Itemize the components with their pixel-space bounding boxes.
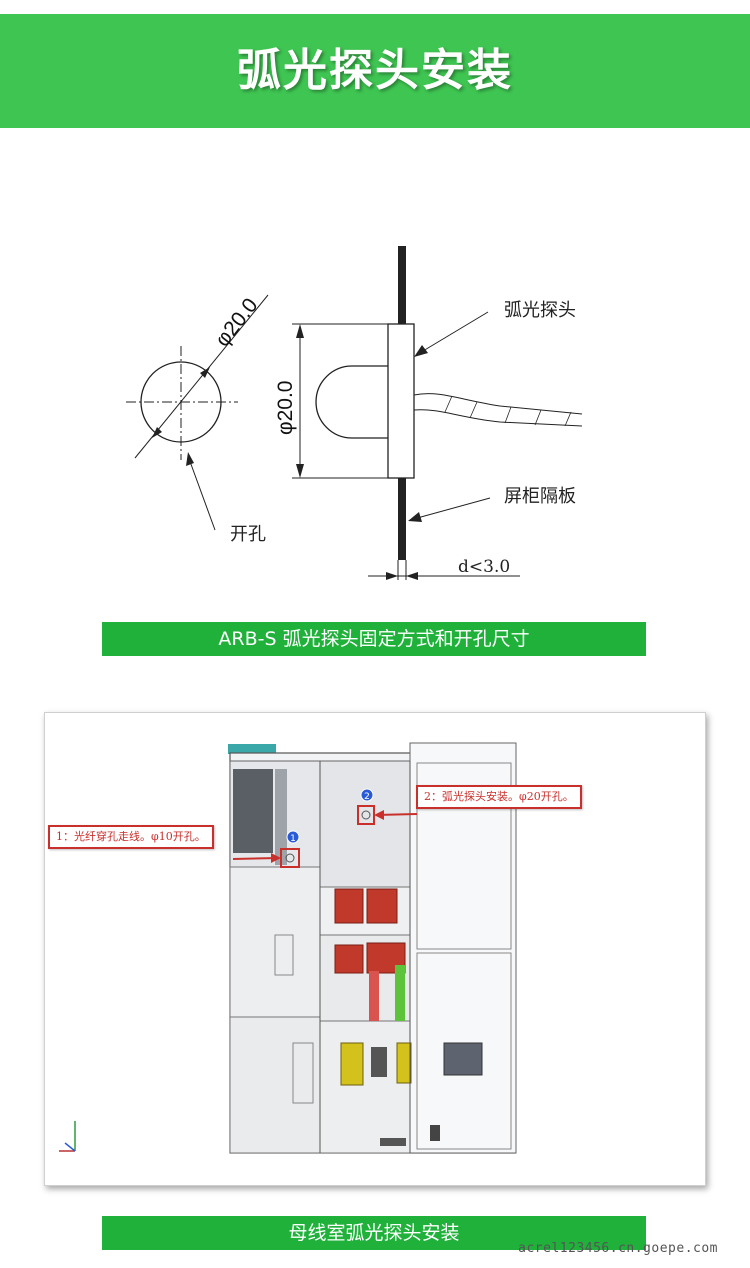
hole-view xyxy=(126,294,269,531)
panel-plate xyxy=(397,246,407,580)
site-watermark: acrel123456.cn.goepe.com xyxy=(518,1241,718,1256)
marker-2 xyxy=(360,788,374,802)
thickness-dimension xyxy=(368,572,520,580)
cabinet-drawing: 1 2 xyxy=(59,742,517,1154)
left-lower-compartment xyxy=(229,1016,321,1154)
probe-body xyxy=(315,323,583,479)
viewing-window xyxy=(443,1042,483,1076)
marker-1 xyxy=(286,830,300,844)
panel-label: 屏柜隔板 xyxy=(504,486,576,507)
busbar-parts xyxy=(334,888,412,1086)
probe-mounting-drawing: φ20.0 开孔 φ20.0 弧光探头 屏柜隔板 xyxy=(126,246,583,580)
probe-label: 弧光探头 xyxy=(504,300,576,321)
left-dark-panel xyxy=(233,769,273,853)
probe-dimension xyxy=(292,323,388,479)
green-ground-bar xyxy=(395,965,405,1021)
side-lower-door xyxy=(416,952,512,1150)
left-rail xyxy=(275,769,287,865)
cabinet-side-panel xyxy=(409,742,517,1154)
figure1-caption: ARB-S 弧光探头固定方式和开孔尺寸 xyxy=(102,622,646,656)
cabinet-figure: 1 2 1：光纤穿孔走线。φ10开孔。 2：弧光探头安装。φ20开孔。 xyxy=(44,712,706,1186)
hole-label: 开孔 xyxy=(230,524,266,545)
fiber-routing-callout: 1：光纤穿孔走线。φ10开孔。 xyxy=(48,825,214,849)
side-latch xyxy=(430,1125,440,1141)
figure2-caption: 母线室弧光探头安装 xyxy=(102,1216,646,1250)
cabinet-top-cap xyxy=(228,744,276,754)
side-upper-door xyxy=(416,762,512,950)
probe-install-callout: 2：弧光探头安装。φ20开孔。 xyxy=(416,785,582,809)
cable-compartment xyxy=(319,1020,411,1154)
marker-1-label: 1 xyxy=(290,834,296,844)
page-title: 弧光探头安装 xyxy=(237,45,513,96)
axis-glyph xyxy=(59,1121,76,1152)
marker-2-label: 2 xyxy=(364,792,370,802)
thickness-label: d<3.0 xyxy=(458,557,510,577)
probe-diameter-label: φ20.0 xyxy=(274,381,297,436)
header-banner: 弧光探头安装 xyxy=(0,14,750,128)
hole-diameter-label: φ20.0 xyxy=(211,294,263,351)
